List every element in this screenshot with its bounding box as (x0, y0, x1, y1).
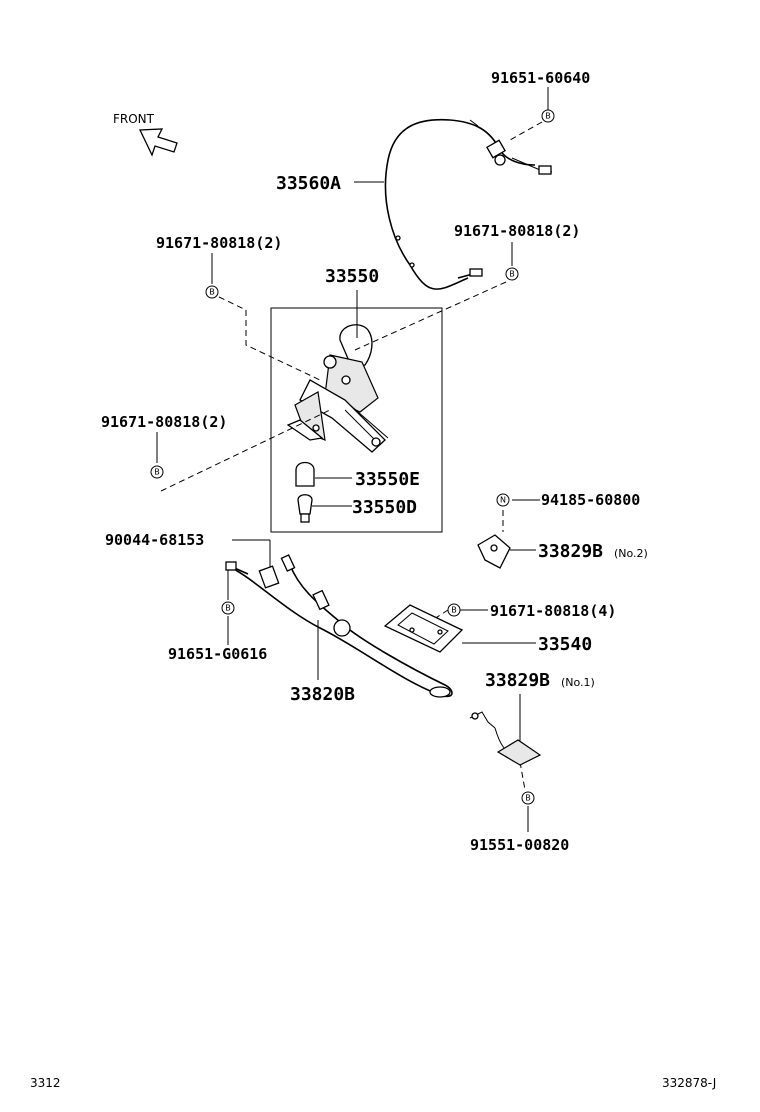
part-33560A-cable (384, 118, 553, 290)
label-90044-68153: 90044-68153 (105, 531, 204, 549)
svg-text:B: B (525, 794, 531, 803)
svg-text:B: B (509, 270, 515, 279)
label-33829B-no2-sub: (No.2) (614, 547, 648, 560)
label-33550: 33550 (325, 266, 379, 287)
label-91671-80818-4: 91671-80818(4) (490, 602, 616, 620)
marker-b-91551-00820: B (521, 791, 535, 805)
svg-text:B: B (154, 468, 160, 477)
footer-diagram-id: 332878-J (662, 1076, 716, 1090)
footer-page-code: 3312 (30, 1076, 61, 1090)
part-33550D-bulb (297, 494, 313, 523)
part-33829B-no1-bracket (469, 711, 542, 766)
label-33820B: 33820B (290, 684, 355, 705)
label-33829B-no2: 33829B (538, 541, 603, 562)
part-33829B-no2-bracket (477, 534, 511, 569)
label-91671-80818-2c: 91671-80818(2) (101, 413, 227, 431)
label-33540: 33540 (538, 634, 592, 655)
svg-text:B: B (225, 604, 231, 613)
marker-b-91671-80818-4: B (447, 603, 461, 617)
label-91551-00820: 91551-00820 (470, 836, 569, 854)
front-label: FRONT (113, 112, 155, 126)
marker-b-91671-80818-2c: B (150, 465, 164, 479)
marker-b-91651-G0616: B (221, 601, 235, 615)
label-33829B-no1: 33829B (485, 670, 550, 691)
part-33550-shift-lever (286, 324, 389, 453)
leader-lines (156, 87, 549, 832)
part-33550E-bulb-cover (295, 461, 315, 487)
part-33540-indicator-housing (383, 604, 464, 653)
front-arrow-icon (138, 128, 178, 157)
label-91651-60640: 91651-60640 (491, 69, 590, 87)
label-94185-60800: 94185-60800 (541, 491, 640, 509)
svg-text:B: B (545, 112, 551, 121)
label-91651-G0616: 91651-G0616 (168, 645, 267, 663)
svg-text:B: B (209, 288, 215, 297)
label-91671-80818-2b: 91671-80818(2) (454, 222, 580, 240)
marker-b-91671-80818-2b: B (505, 267, 519, 281)
label-33550E: 33550E (355, 469, 420, 490)
svg-text:B: B (451, 606, 457, 615)
label-33829B-no1-sub: (No.1) (561, 676, 595, 689)
marker-b-91651-60640: B (541, 109, 555, 123)
marker-n-94185-60800: N (496, 493, 510, 507)
label-33550D: 33550D (352, 497, 417, 518)
svg-text:N: N (500, 496, 506, 505)
label-91671-80818-2a: 91671-80818(2) (156, 234, 282, 252)
marker-b-91671-80818-2a: B (205, 285, 219, 299)
part-33820B-cable (225, 554, 453, 698)
label-33560A: 33560A (276, 173, 341, 194)
front-arrow: FRONT (113, 112, 178, 157)
